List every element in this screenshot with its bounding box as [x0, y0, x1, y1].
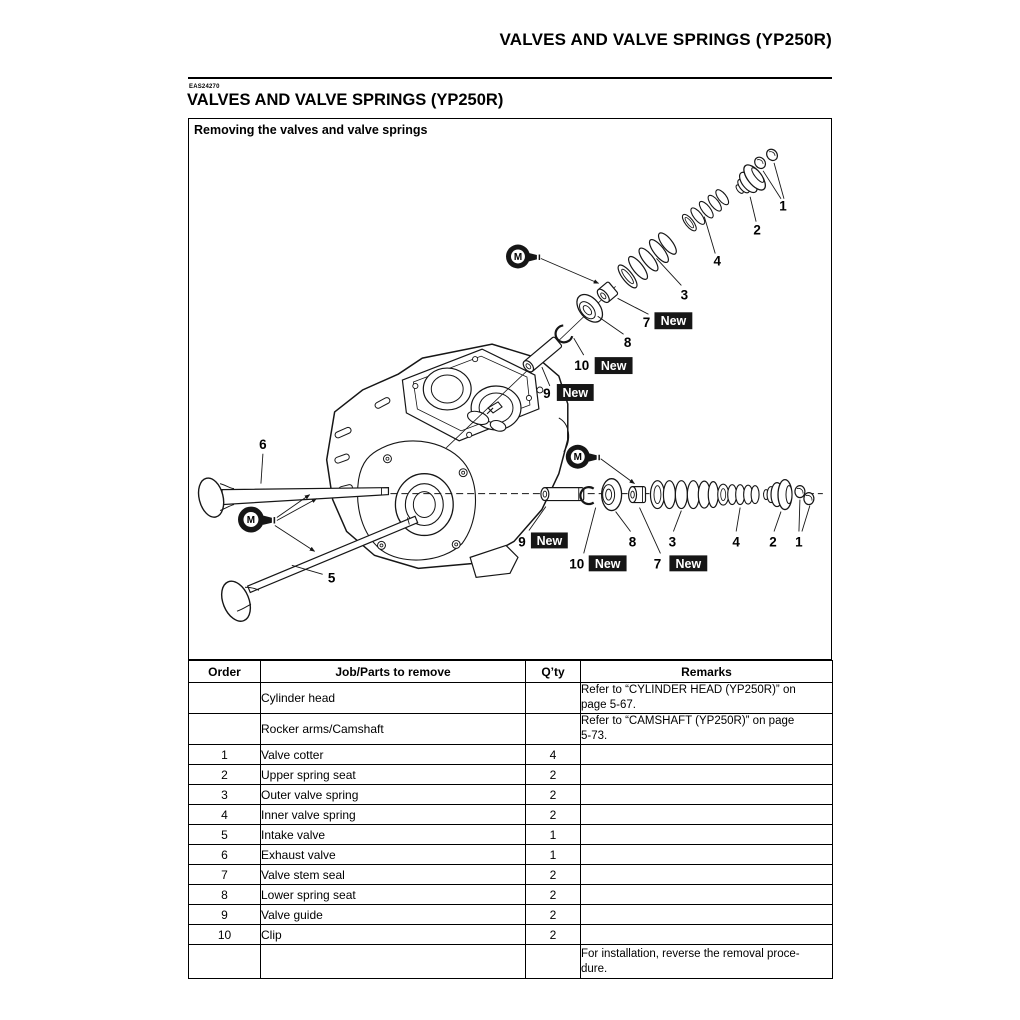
table-row: For installation, reverse the removal pr… [188, 944, 833, 979]
lower-spring-seat-lower [601, 478, 623, 512]
table-row: 7 Valve stem seal 2 [188, 864, 833, 885]
table-row: 3 Outer valve spring 2 [188, 784, 833, 805]
svg-text:New: New [676, 557, 702, 571]
callout-6: 6 [259, 437, 266, 452]
outer-valve-spring-upper [617, 232, 677, 289]
upper-spring-seat-lower [763, 479, 793, 511]
lower-spring-seat-upper [576, 293, 604, 323]
svg-text:M: M [247, 515, 255, 526]
new-tag: New [669, 555, 708, 572]
leader-lines [260, 162, 811, 575]
callout-9-upper: 9 [543, 386, 550, 401]
table-header-row: Order Job/Parts to remove Q’ty Remarks [188, 660, 833, 683]
callout-3-lower: 3 [669, 534, 676, 549]
outer-valve-spring-lower [649, 480, 719, 510]
svg-text:M: M [514, 252, 522, 263]
valve-guide-upper [522, 336, 563, 373]
valve-stem-seal-lower [627, 486, 647, 504]
new-tag: New [530, 532, 568, 549]
running-header: VALVES AND VALVE SPRINGS (YP250R) [499, 30, 832, 49]
callout-4-upper: 4 [713, 253, 721, 268]
table-row: 2 Upper spring seat 2 [188, 764, 833, 785]
callout-8-upper: 8 [624, 335, 632, 350]
callout-5: 5 [328, 570, 336, 585]
page-title: VALVES AND VALVE SPRINGS (YP250R) [187, 91, 504, 109]
callout-7-lower: 7 [654, 556, 661, 571]
section-code: EAS24270 [189, 84, 220, 90]
callout-8-lower: 8 [629, 534, 637, 549]
callout-3-upper: 3 [681, 287, 688, 302]
intake-valve-drawing [220, 515, 419, 622]
valve-cotters-upper [754, 148, 779, 170]
table-row: 5 Intake valve 1 [188, 824, 833, 845]
svg-text:New: New [595, 557, 621, 571]
valve-stem-seal-upper [596, 281, 619, 304]
table-row: Rocker arms/Camshaft Refer to “CAMSHAFT … [188, 713, 833, 745]
table-row: 4 Inner valve spring 2 [188, 804, 833, 825]
exploded-diagram-box: Removing the valves and valve springs [188, 118, 832, 660]
inner-valve-spring-upper [681, 189, 730, 232]
callout-4-lower: 4 [732, 534, 740, 549]
callout-9-lower: 9 [518, 534, 525, 549]
callout-10-lower: 10 [569, 556, 584, 571]
new-tag: New [588, 555, 627, 572]
figure-caption: Removing the valves and valve springs [194, 123, 428, 137]
valve-cotters-lower [794, 485, 815, 506]
svg-text:New: New [661, 314, 687, 328]
clip-upper [554, 324, 574, 344]
callout-1-lower: 1 [795, 534, 803, 549]
clip-lower [579, 486, 595, 506]
svg-text:New: New [562, 386, 588, 400]
col-qty: Q’ty [525, 660, 581, 683]
callout-1-upper: 1 [779, 199, 787, 214]
m-symbol-upper: M [506, 244, 600, 284]
callout-2-upper: 2 [753, 223, 760, 238]
callout-2-lower: 2 [769, 534, 776, 549]
new-tag: New [654, 312, 693, 330]
exploded-diagram: M M [197, 148, 823, 622]
callout-10-upper: 10 [574, 358, 589, 373]
header-rule [188, 77, 832, 79]
col-job: Job/Parts to remove [260, 660, 526, 683]
upper-spring-seat-upper [735, 164, 766, 194]
m-symbol-valve-stems: M [238, 494, 318, 552]
table-row: 1 Valve cotter 4 [188, 744, 833, 765]
inner-valve-spring-lower [717, 483, 760, 506]
new-tags: New New New New New New [530, 312, 708, 572]
table-row: 10 Clip 2 [188, 924, 833, 945]
callout-labels: 1 2 3 4 7 8 9 10 6 5 9 10 8 7 3 4 2 1 [259, 199, 803, 586]
table-row: 6 Exhaust valve 1 [188, 844, 833, 865]
callout-7-upper: 7 [643, 315, 650, 330]
parts-table: Order Job/Parts to remove Q’ty Remarks C… [188, 660, 833, 979]
svg-text:New: New [601, 359, 627, 373]
new-tag: New [556, 384, 594, 401]
svg-text:M: M [574, 452, 582, 463]
col-order: Order [188, 660, 261, 683]
svg-text:New: New [537, 534, 563, 548]
m-symbol-stem-seal: M [565, 444, 635, 485]
table-row: Cylinder head Refer to “CYLINDER HEAD (Y… [188, 682, 833, 714]
table-row: 9 Valve guide 2 [188, 904, 833, 925]
valve-guide-lower [540, 487, 585, 502]
col-remarks: Remarks [580, 660, 833, 683]
table-row: 8 Lower spring seat 2 [188, 884, 833, 905]
new-tag: New [594, 357, 633, 375]
